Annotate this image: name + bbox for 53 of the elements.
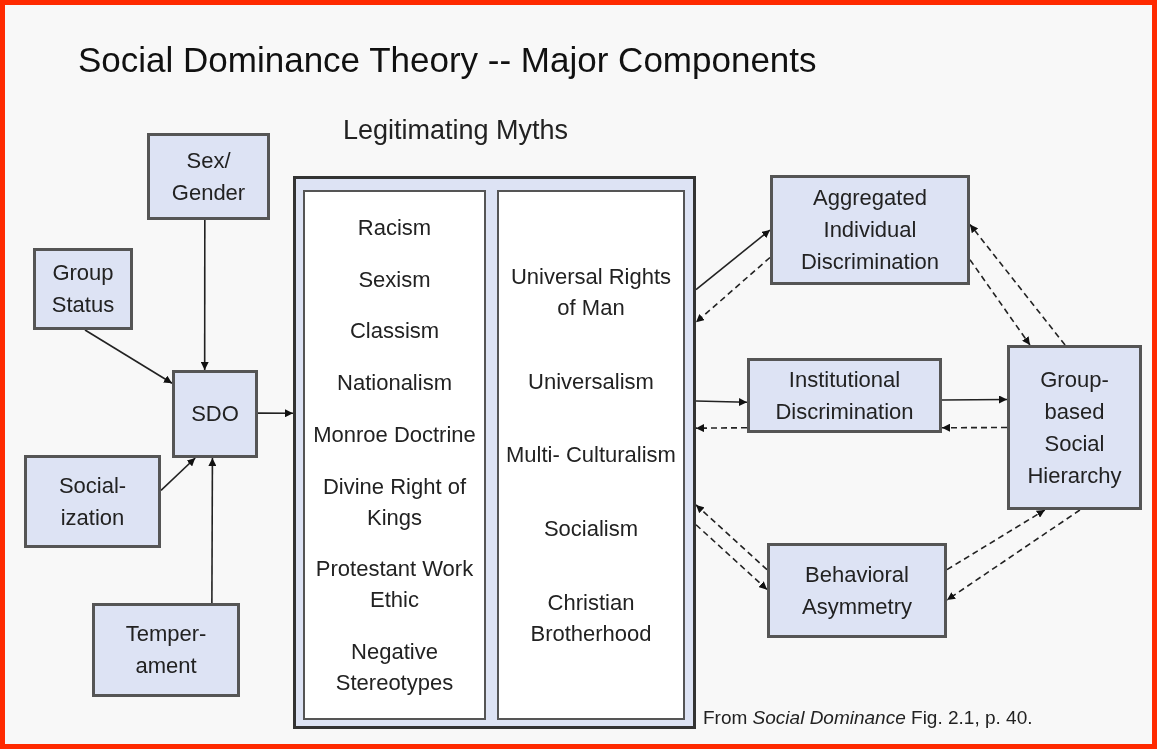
- concept-box: [172, 370, 258, 458]
- arrow: [695, 229, 771, 291]
- myth-item: Monroe Doctrine: [313, 420, 476, 449]
- box-label: Group Status: [50, 259, 116, 319]
- box-label: Behavioral Asymmetry: [801, 560, 913, 621]
- arrow: [160, 457, 196, 492]
- concept-box: [747, 358, 942, 433]
- myth-column: [303, 190, 486, 720]
- myth-item: Protestant Work Ethic: [314, 555, 475, 615]
- arrow: [941, 423, 1008, 432]
- myth-item: Socialism: [543, 515, 639, 544]
- concept-box: [770, 175, 970, 285]
- arrow: [695, 424, 748, 433]
- myth-column: [497, 190, 685, 720]
- myth-item: Racism: [357, 214, 432, 242]
- arrow: [695, 523, 768, 591]
- arrow: [695, 398, 748, 407]
- myth-item: Christian Brotherhood: [529, 588, 653, 648]
- arrow: [257, 409, 294, 418]
- arrow: [695, 256, 771, 324]
- arrow: [208, 457, 217, 604]
- concept-box: [1007, 345, 1142, 510]
- myth-item: Universalism: [528, 367, 654, 396]
- myth-item: Classism: [349, 317, 440, 346]
- source-note: From Social Dominance Fig. 2.1, p. 40.: [703, 706, 1033, 730]
- box-label: Social- ization: [57, 471, 128, 532]
- concept-box: [92, 603, 240, 697]
- myth-item: Negative Stereotypes: [334, 637, 455, 697]
- arrow: [969, 258, 1031, 346]
- box-label: Sex/ Gender: [170, 146, 247, 207]
- myth-item: Multi- Culturalism: [506, 441, 676, 470]
- box-label: Aggregated Individual Discrimination: [799, 184, 941, 276]
- arrow: [969, 223, 1066, 346]
- box-label: Temper- ament: [124, 620, 208, 680]
- myth-item: Divine Right of Kings: [321, 472, 468, 532]
- myth-item: Sexism: [358, 265, 431, 294]
- box-label: SDO: [191, 400, 239, 428]
- concept-box: [767, 543, 947, 638]
- box-label: Group- based Social Hierarchy: [1026, 365, 1123, 490]
- arrow: [695, 504, 768, 571]
- concept-box: [24, 455, 161, 548]
- box-label: Institutional Discrimination: [774, 365, 915, 426]
- arrow: [84, 329, 173, 384]
- arrow: [941, 395, 1008, 404]
- concept-box: [147, 133, 270, 220]
- myth-item: Universal Rights of Man: [509, 263, 673, 323]
- arrow: [946, 509, 1046, 571]
- group-heading: Legitimating Myths: [343, 114, 569, 147]
- arrow: [946, 509, 1081, 601]
- concept-box: [33, 248, 133, 330]
- arrow: [200, 219, 209, 371]
- diagram-title: Social Dominance Theory -- Major Components: [78, 39, 817, 81]
- myth-item: Nationalism: [337, 369, 452, 398]
